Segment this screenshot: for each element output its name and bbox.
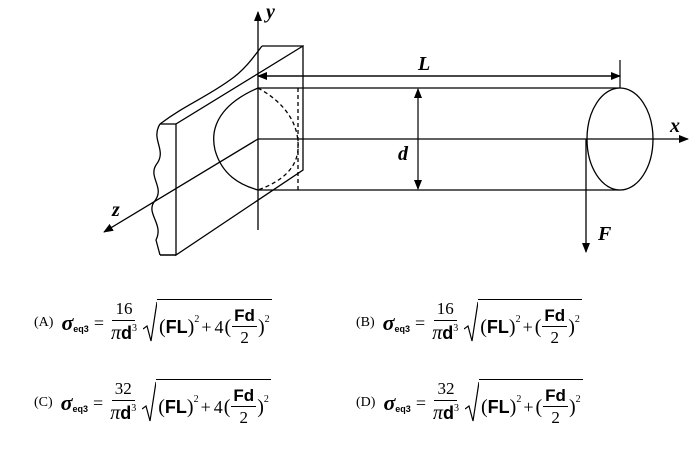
- fraction-numerator: 16: [433, 299, 457, 321]
- equals-sign: =: [93, 312, 104, 333]
- radical-sign-icon: [142, 381, 157, 422]
- fraction-denominator: πd3: [432, 321, 459, 344]
- coefficient-fraction: 32 πd3: [110, 379, 136, 428]
- option-letter: (B): [356, 315, 375, 330]
- dimension-L: [257, 60, 621, 88]
- fraction-numerator: 16: [112, 299, 136, 321]
- fraction-denominator: πd3: [110, 401, 137, 424]
- option-letter: (D): [356, 395, 376, 410]
- y-axis-label: y: [264, 1, 275, 23]
- length-label-L: L: [417, 53, 430, 75]
- subscript: eq3: [72, 404, 89, 414]
- subscript: eq3: [73, 324, 89, 334]
- option-letter: (A): [34, 315, 54, 330]
- sigma-symbol: σ: [60, 390, 73, 415]
- cantilever-shaft-diagram: y x z L d F: [103, 1, 689, 257]
- x-axis-label: x: [669, 115, 680, 137]
- equals-sign: =: [415, 392, 426, 413]
- fraction-numerator: 32: [434, 379, 458, 401]
- fraction-numerator: 32: [111, 379, 135, 401]
- equals-sign: =: [93, 392, 104, 413]
- radical-sign-icon: [465, 381, 479, 422]
- subscript: eq3: [395, 404, 411, 414]
- force-label-F: F: [597, 223, 612, 245]
- radical-sign-icon: [464, 301, 479, 342]
- fraction-denominator: πd3: [432, 401, 459, 424]
- radical-sign-icon: [143, 301, 157, 342]
- coefficient-fraction: 32 πd3: [433, 379, 459, 428]
- diameter-label-d: d: [398, 143, 409, 165]
- equals-sign: =: [415, 312, 426, 333]
- z-axis-label: z: [111, 199, 120, 221]
- fixed-wall: [151, 44, 304, 257]
- axes: [103, 11, 689, 233]
- option-letter: (C): [34, 395, 53, 410]
- subscript: eq3: [394, 324, 411, 334]
- coefficient-fraction: 16 πd3: [432, 299, 458, 348]
- fraction-denominator: πd3: [110, 321, 137, 344]
- sigma-symbol: σ: [383, 390, 396, 415]
- z-axis: [103, 138, 259, 233]
- coefficient-fraction: 16 πd3: [111, 299, 137, 348]
- sigma-symbol: σ: [382, 310, 395, 335]
- sigma-symbol: σ: [61, 310, 74, 335]
